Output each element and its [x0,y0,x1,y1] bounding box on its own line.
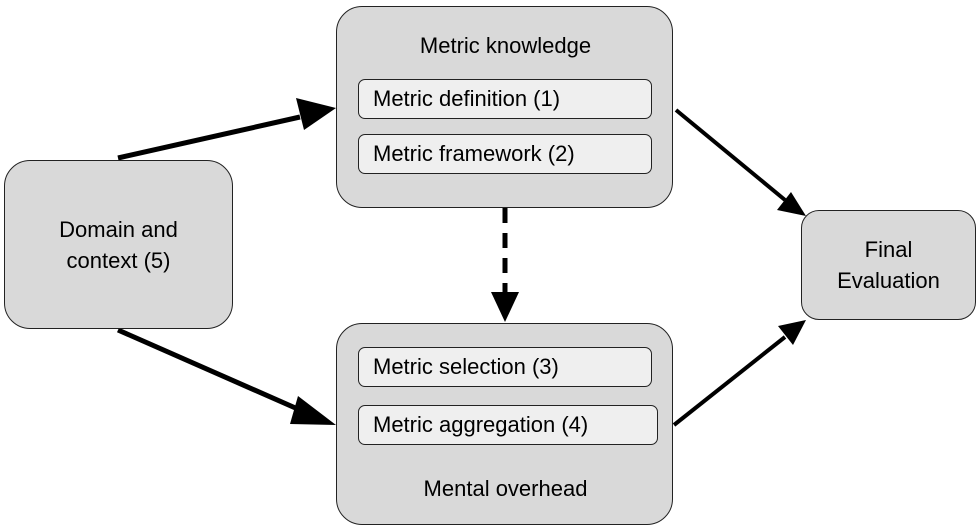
arrowhead-knowledge-to-overhead [491,292,519,322]
arrowhead-overhead-to-final [778,320,806,345]
final-evaluation-box: Final Evaluation [801,210,976,320]
arrow-domain-to-overhead [116,327,302,413]
metric-framework-item: Metric framework (2) [358,134,652,174]
arrow-overhead-to-final [672,335,787,427]
mental-overhead-title: Mental overhead [423,476,588,501]
metric-aggregation-item: Metric aggregation (4) [358,405,658,445]
metric-selection-item: Metric selection (3) [358,347,652,387]
metric-definition-item: Metric definition (1) [358,79,652,119]
metric-knowledge-box: Metric knowledge Metric definition (1) M… [336,6,673,208]
arrowhead-knowledge-to-final [777,192,806,216]
arrowhead-domain-to-overhead [290,396,336,425]
arrow-knowledge-to-final [674,108,787,202]
mental-overhead-box: Metric selection (3) Metric aggregation … [336,323,673,525]
metric-knowledge-title: Metric knowledge [419,33,592,58]
domain-context-box: Domain and context (5) [4,160,233,329]
arrowhead-domain-to-knowledge [296,98,336,130]
final-evaluation-label: Final Evaluation [837,237,940,293]
arrow-domain-to-knowledge [117,114,301,161]
domain-context-label: Domain and context (5) [59,216,178,273]
